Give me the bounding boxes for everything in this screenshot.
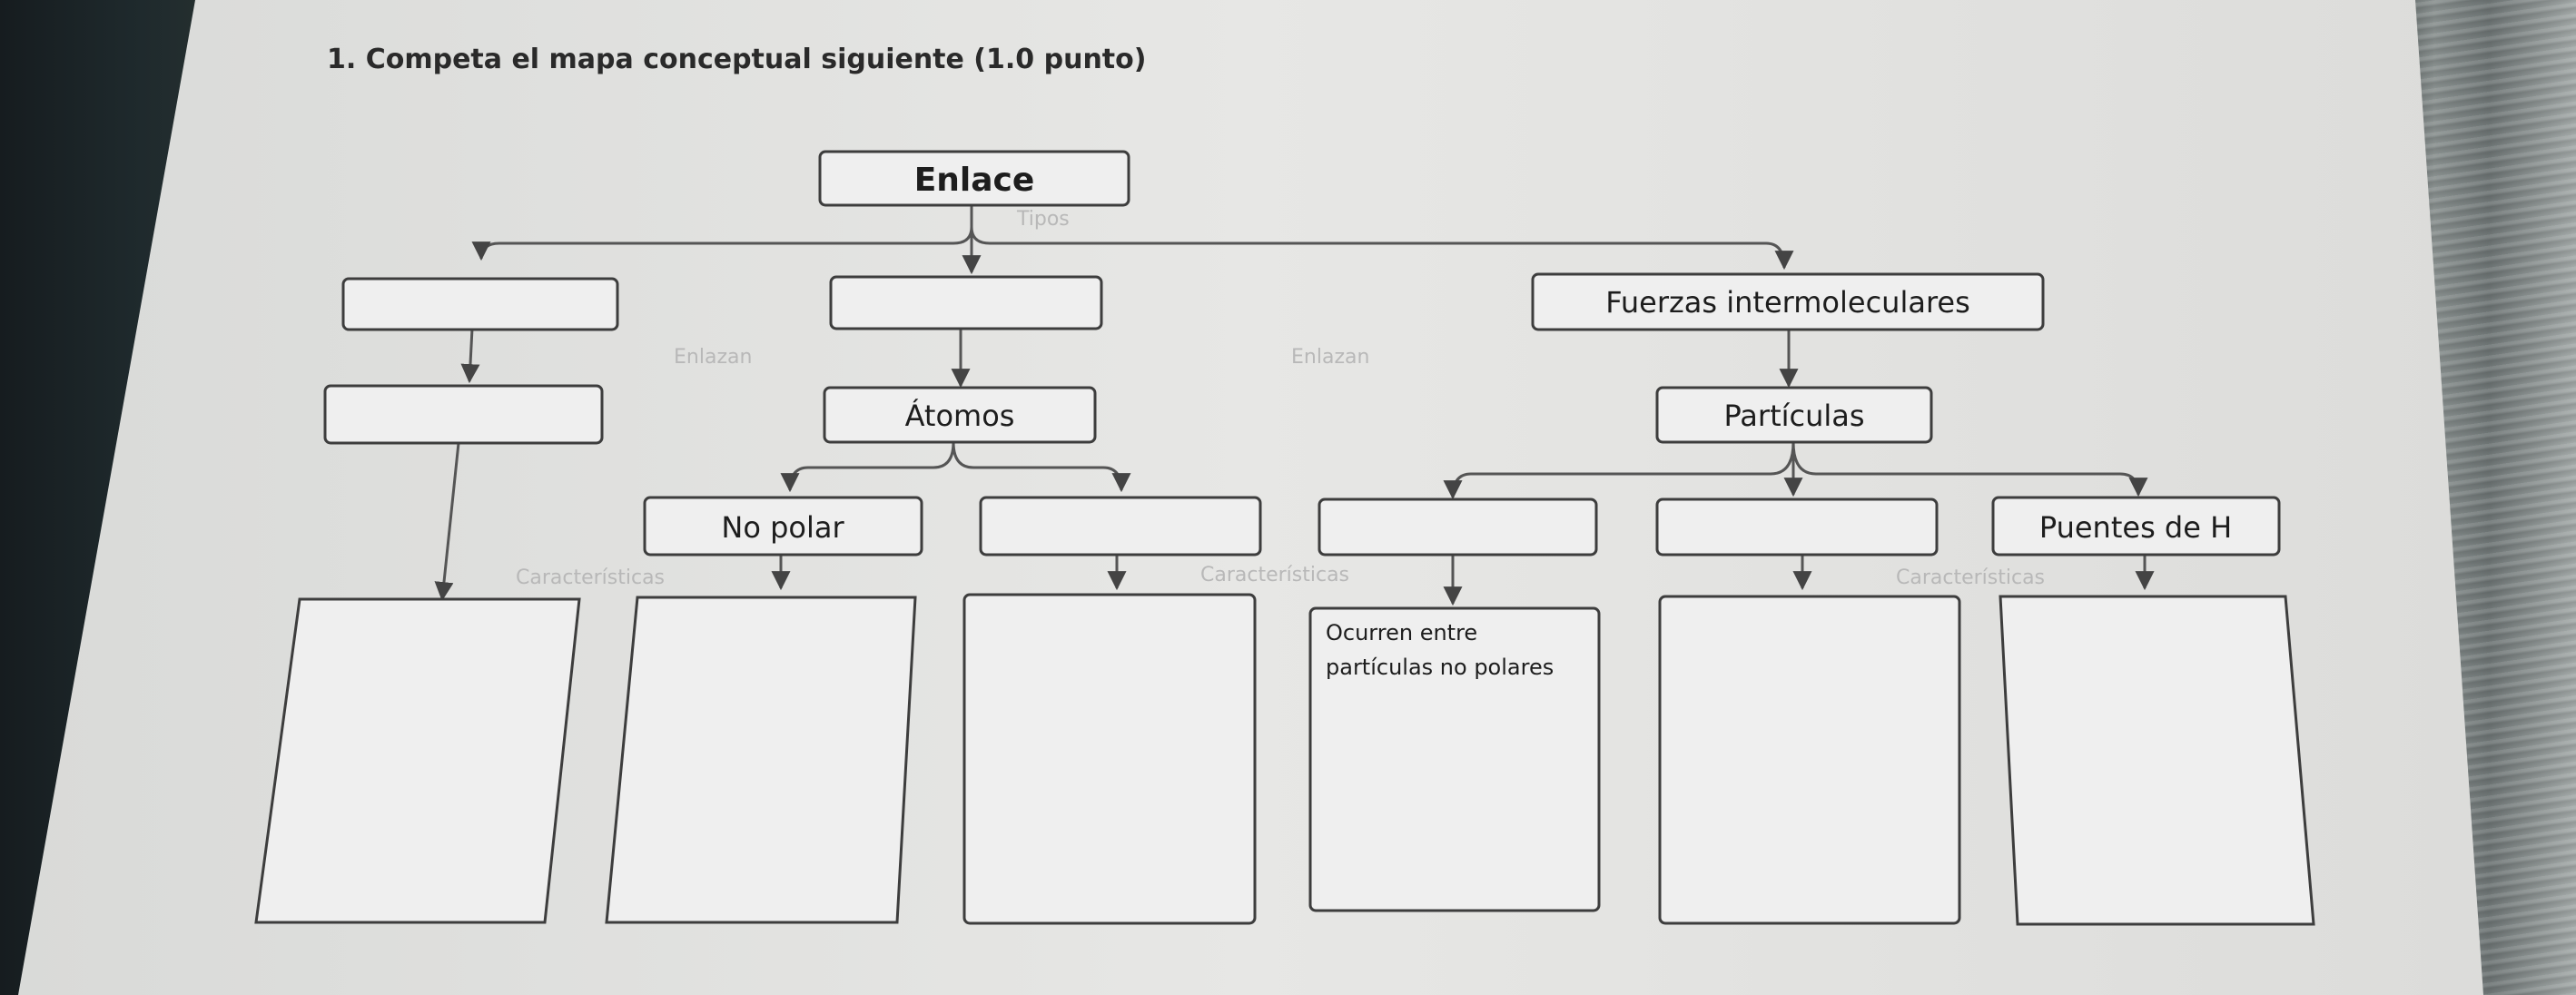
box-force-b[interactable]: [1658, 595, 1961, 925]
node-hydrogen-bonds-label: Puentes de H: [2039, 510, 2232, 545]
box-ionic[interactable]: [254, 597, 581, 924]
node-left-type[interactable]: [341, 277, 619, 331]
node-hydrogen-bonds: Puentes de H: [1991, 496, 2281, 557]
question-title: 1. Competa el mapa conceptual siguiente …: [327, 44, 1146, 75]
node-intermolecular-label: Fuerzas intermoleculares: [1605, 285, 1970, 320]
node-polar-blank[interactable]: [979, 496, 1262, 557]
edge-particles-hbonds: [1791, 441, 2148, 498]
edge-label-types: Tipos: [1016, 208, 1070, 231]
edge-label-characteristics-3: Características: [1896, 566, 2045, 589]
edge-atoms-polar: [952, 441, 1131, 493]
node-intermolecular: Fuerzas intermoleculares: [1531, 272, 2045, 331]
box-polar[interactable]: [962, 593, 1257, 925]
edge-particles-a: [1443, 441, 1795, 500]
node-atoms: Átomos: [823, 386, 1097, 444]
box-force-a[interactable]: Ocurren entre partículas no polares: [1308, 606, 1601, 912]
node-particles: Partículas: [1655, 386, 1933, 444]
edge-label-joins-left: Enlazan: [674, 346, 752, 369]
edge-root-left: [471, 205, 973, 261]
node-force-a[interactable]: [1318, 498, 1598, 557]
node-middle-type[interactable]: [829, 275, 1103, 330]
edge-atoms-nonpolar: [780, 441, 955, 493]
box-force-a-text: Ocurren entre: [1326, 620, 1477, 645]
node-left-joined[interactable]: [323, 384, 604, 445]
node-enlace-label: Enlace: [914, 162, 1035, 199]
box-hydrogen[interactable]: [1999, 595, 2315, 926]
box-force-a-text-line2: partículas no polares: [1326, 655, 1554, 680]
edge-left-characteristics: [434, 442, 460, 602]
edge-label-joins-right: Enlazan: [1291, 346, 1369, 369]
edge-left-joins: [460, 328, 480, 384]
node-no-polar: No polar: [643, 496, 923, 557]
node-force-b[interactable]: [1655, 498, 1939, 557]
node-particles-label: Partículas: [1723, 399, 1864, 433]
box-no-polar[interactable]: [605, 596, 917, 924]
edge-root-right: [970, 226, 1794, 271]
edge-label-characteristics-1: Características: [516, 566, 665, 589]
edge-label-characteristics-2: Características: [1200, 564, 1349, 586]
node-enlace: Enlace: [818, 150, 1130, 207]
node-atoms-label: Átomos: [905, 399, 1015, 433]
node-no-polar-label: No polar: [721, 510, 844, 545]
